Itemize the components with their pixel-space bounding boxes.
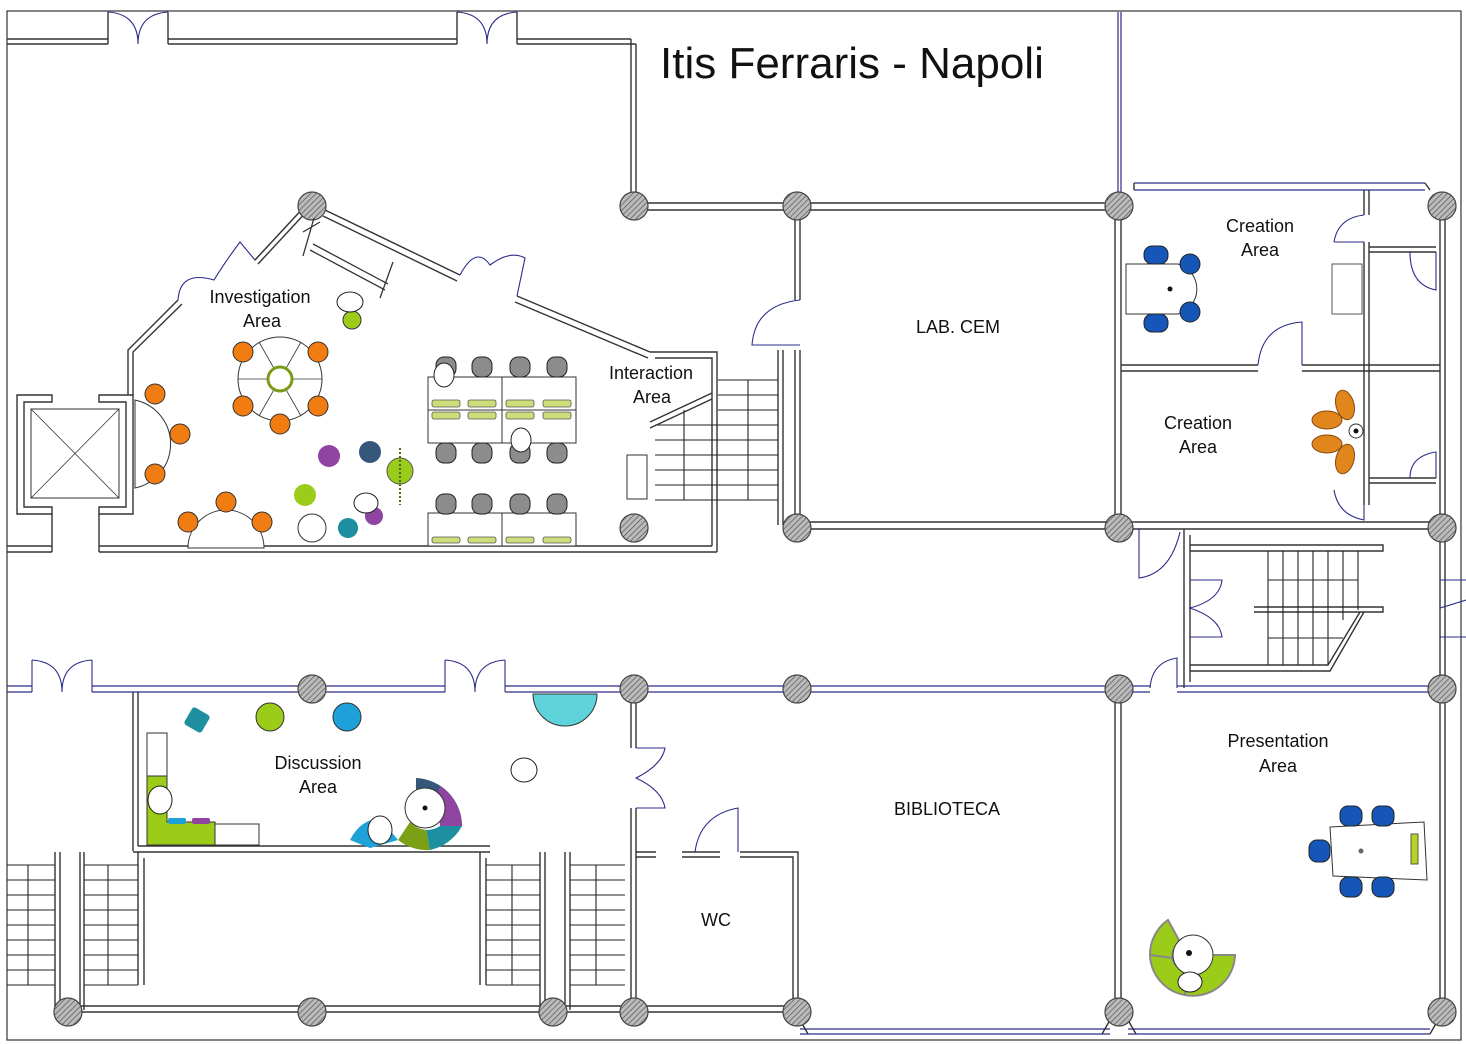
half-table-elevator — [134, 383, 191, 489]
column — [538, 997, 568, 1027]
wc-biblioteca-walls — [636, 692, 1439, 1035]
door-closet-upper — [1409, 251, 1437, 291]
columns — [53, 191, 1457, 1027]
column — [1104, 997, 1134, 1027]
biblioteca-label: BIBLIOTECA — [894, 799, 1000, 819]
column — [1427, 997, 1457, 1027]
door-discussion-east — [634, 747, 666, 809]
discussion-walls — [7, 692, 795, 1013]
discussion-area-label-line1: Discussion — [274, 753, 361, 773]
discussion-furniture — [146, 693, 598, 851]
investigation-walls — [7, 204, 718, 553]
column — [619, 191, 649, 221]
bench-interaction — [626, 454, 648, 500]
door-lab-cem — [751, 299, 801, 346]
door-right-stair-bottom — [1149, 657, 1178, 689]
orange-lounge-chairs — [1311, 389, 1364, 475]
door-creation-upper — [1333, 214, 1365, 243]
elevator — [16, 394, 134, 552]
stool-purple — [318, 445, 340, 467]
creation-table — [1125, 245, 1201, 333]
stool-teal — [338, 518, 358, 538]
door-right-stair-top — [1138, 529, 1181, 579]
column — [782, 513, 812, 543]
half-table-bottom — [177, 491, 273, 549]
plan-title: Itis Ferraris - Napoli — [660, 39, 1044, 88]
chair-orange — [232, 341, 329, 435]
creation-cabinet — [1331, 263, 1363, 315]
column — [619, 674, 649, 704]
column — [782, 191, 812, 221]
lab-cem-label: LAB. CEM — [916, 317, 1000, 337]
column — [1104, 513, 1134, 543]
easel — [302, 217, 394, 299]
lab-cem-walls — [636, 202, 1122, 530]
door-right-stair-east — [1439, 579, 1466, 638]
column — [619, 513, 649, 543]
presentation-area-label-line2: Area — [1259, 756, 1298, 776]
door-creation-lower — [1333, 489, 1365, 521]
round-table-investigation — [232, 336, 329, 435]
discussion-area-label-line2: Area — [299, 777, 338, 797]
investigation-area-label-line1: Investigation — [209, 287, 310, 307]
column — [1427, 191, 1457, 221]
right-stair — [1138, 529, 1466, 689]
wc-label: WC — [701, 910, 731, 930]
column — [782, 674, 812, 704]
desk-cluster-lower — [427, 493, 577, 547]
interaction-area-label-line1: Interaction — [609, 363, 693, 383]
top-outer-wall — [7, 11, 1122, 205]
door-creation-mid — [1257, 321, 1303, 366]
interaction-stair — [649, 379, 778, 501]
column — [1427, 513, 1457, 543]
stool-lime — [294, 484, 316, 506]
column — [53, 997, 83, 1027]
interaction-area-label-line2: Area — [633, 387, 672, 407]
creation-area-lower-label-line1: Creation — [1164, 413, 1232, 433]
column — [1104, 191, 1134, 221]
person-standing — [336, 291, 364, 330]
door-double-top-mid — [456, 11, 518, 45]
lower-corridor-wall — [7, 659, 1440, 693]
stool-white — [297, 513, 327, 543]
presentation-area-label-line1: Presentation — [1227, 731, 1328, 751]
column — [619, 997, 649, 1027]
desk-cluster-upper — [427, 356, 577, 464]
column — [1104, 674, 1134, 704]
door-investigation-left — [177, 204, 307, 301]
door-double-discussion-right — [444, 659, 506, 693]
presentation-lounge — [1148, 918, 1237, 997]
column — [297, 191, 327, 221]
investigation-area-label-line2: Area — [243, 311, 282, 331]
door-double-top-left — [107, 11, 169, 45]
stool-navy — [359, 441, 381, 463]
door-right-stair-mid — [1188, 579, 1223, 638]
creation-area-upper-label-line2: Area — [1241, 240, 1280, 260]
column — [297, 674, 327, 704]
stools — [294, 441, 414, 543]
outer-border — [6, 10, 1462, 1041]
door-wc — [694, 807, 739, 853]
creation-area-upper-label-line1: Creation — [1226, 216, 1294, 236]
door-double-discussion-left — [31, 659, 93, 693]
column — [782, 997, 812, 1027]
column — [1427, 674, 1457, 704]
presentation-table — [1308, 805, 1428, 898]
column — [297, 997, 327, 1027]
door-closet-lower — [1409, 451, 1437, 479]
creation-area-lower-label-line2: Area — [1179, 437, 1218, 457]
door-investigation-right — [459, 254, 526, 297]
